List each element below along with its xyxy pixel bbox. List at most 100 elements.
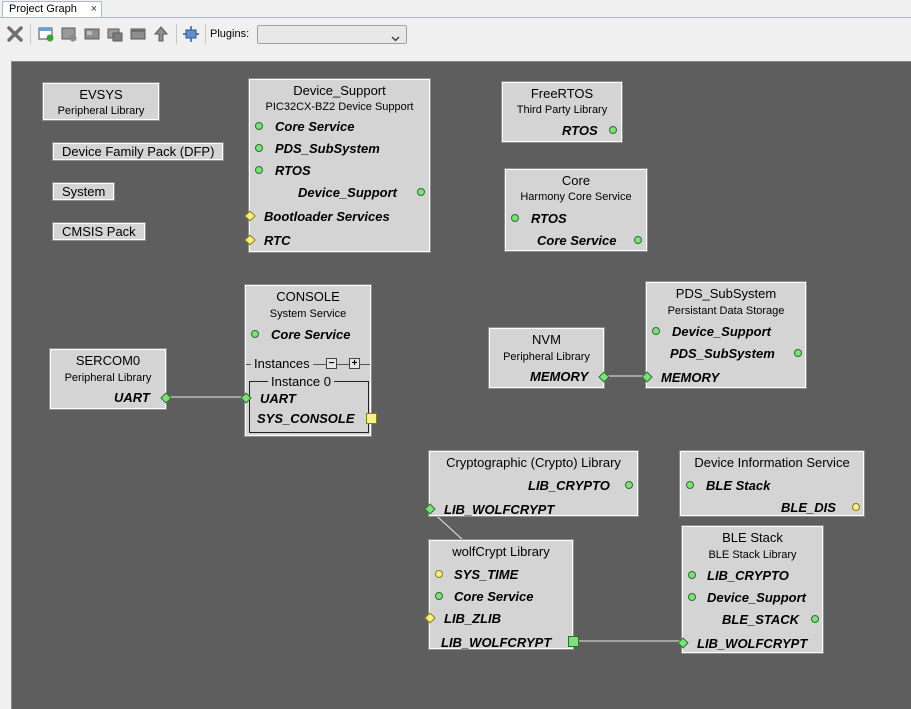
node-cmsis-pack[interactable]: CMSIS Pack xyxy=(52,222,146,241)
port-connector-core-service[interactable] xyxy=(251,330,259,338)
port-connector-sys-console[interactable] xyxy=(366,413,377,424)
tab-bar: Project Graph × xyxy=(0,0,911,18)
port-core-service: Core Service xyxy=(454,589,534,604)
port-lib-wolfcrypt: LIB_WOLFCRYPT xyxy=(444,502,555,517)
node-title: FreeRTOS xyxy=(530,86,594,101)
node-title: Device_Support xyxy=(293,83,386,98)
port-uart: UART xyxy=(260,391,296,406)
node-subtitle: BLE Stack Library xyxy=(708,549,797,561)
port-connector-pds-subsystem[interactable] xyxy=(794,349,802,357)
port-connector-ble-stack[interactable] xyxy=(686,481,694,489)
port-connector-device-support[interactable] xyxy=(417,188,425,196)
port-rtos: RTOS xyxy=(562,123,598,138)
port-memory: MEMORY xyxy=(530,369,589,384)
node-sercom0[interactable]: SERCOM0 Peripheral Library UART xyxy=(49,348,172,410)
node-device-support[interactable]: Device_Support PIC32CX-BZ2 Device Suppor… xyxy=(244,78,431,253)
port-lib-wolfcrypt: LIB_WOLFCRYPT xyxy=(697,636,808,651)
port-connector-rtos[interactable] xyxy=(609,126,617,134)
port-connector-lib-crypto[interactable] xyxy=(625,481,633,489)
group-icon[interactable] xyxy=(83,25,101,43)
tab-title: Project Graph xyxy=(9,3,77,15)
node-title: SERCOM0 xyxy=(75,353,141,368)
port-lib-zlib: LIB_ZLIB xyxy=(444,611,502,626)
node-subtitle: Persistant Data Storage xyxy=(667,305,785,317)
instance-0-label: Instance 0 xyxy=(268,374,334,389)
port-core-service: Core Service xyxy=(271,327,351,342)
plugins-dropdown[interactable] xyxy=(257,25,407,44)
port-device-support: Device_Support xyxy=(298,185,397,200)
move-up-icon[interactable] xyxy=(152,25,170,43)
port-connector-ble-dis[interactable] xyxy=(852,503,860,511)
node-title: EVSYS xyxy=(79,87,123,102)
fit-view-icon[interactable] xyxy=(182,25,200,43)
node-subtitle: Peripheral Library xyxy=(57,105,145,117)
port-connector-sys-time[interactable] xyxy=(435,570,443,578)
node-title: CONSOLE xyxy=(276,289,340,304)
port-device-support: Device_Support xyxy=(672,324,771,339)
remove-component-icon[interactable] xyxy=(60,25,78,43)
port-ble-stack: BLE_STACK xyxy=(722,612,800,627)
port-memory: MEMORY xyxy=(661,370,720,385)
toolbar-separator xyxy=(176,24,177,44)
port-connector-pds-subsystem[interactable] xyxy=(255,144,263,152)
port-rtc: RTC xyxy=(264,233,291,248)
port-connector-lib-wolfcrypt[interactable] xyxy=(568,636,579,647)
node-pds-subsystem[interactable]: PDS_SubSystem Persistant Data Storage De… xyxy=(641,281,807,389)
toolbar-separator xyxy=(205,24,206,44)
node-subtitle: PIC32CX-BZ2 Device Support xyxy=(265,101,414,113)
port-lib-crypto: LIB_CRYPTO xyxy=(707,568,789,583)
close-icon[interactable] xyxy=(6,25,24,43)
node-ble-stack[interactable]: BLE Stack BLE Stack Library LIB_CRYPTO D… xyxy=(677,525,824,654)
port-lib-wolfcrypt: LIB_WOLFCRYPT xyxy=(441,635,552,650)
add-component-icon[interactable] xyxy=(37,25,55,43)
node-title: NVM xyxy=(532,332,561,347)
port-core-service: Core Service xyxy=(537,233,617,248)
node-device-information-service[interactable]: Device Information Service BLE Stack BLE… xyxy=(679,450,865,517)
toolbar-separator xyxy=(30,24,31,44)
port-connector-core-service[interactable] xyxy=(634,236,642,244)
port-connector-device-support[interactable] xyxy=(688,593,696,601)
port-pds-subsystem: PDS_SubSystem xyxy=(670,346,775,361)
port-connector-core-service[interactable] xyxy=(435,592,443,600)
chevron-down-icon xyxy=(391,30,400,48)
node-nvm[interactable]: NVM Peripheral Library MEMORY xyxy=(488,327,610,389)
node-console[interactable]: CONSOLE System Service Core Service Inst… xyxy=(240,284,377,437)
port-uart: UART xyxy=(114,390,150,405)
node-title: Device Information Service xyxy=(694,455,850,470)
export-icon[interactable] xyxy=(129,25,147,43)
node-subtitle: System Service xyxy=(269,308,347,320)
instance-add-button[interactable]: + xyxy=(349,358,360,369)
port-lib-crypto: LIB_CRYPTO xyxy=(528,478,610,493)
node-wolfcrypt-library[interactable]: wolfCrypt Library SYS_TIME Core Service … xyxy=(424,539,579,650)
port-connector-core-service[interactable] xyxy=(255,122,263,130)
project-graph-canvas[interactable]: EVSYS Peripheral Library Device Family P… xyxy=(11,61,911,709)
port-sys-console: SYS_CONSOLE xyxy=(257,411,355,426)
node-device-family-pack[interactable]: Device Family Pack (DFP) xyxy=(51,142,225,161)
node-title: PDS_SubSystem xyxy=(675,286,777,301)
port-connector-lib-crypto[interactable] xyxy=(688,571,696,579)
node-evsys[interactable]: EVSYS Peripheral Library xyxy=(42,82,160,121)
node-subtitle: Harmony Core Service xyxy=(520,191,632,203)
tab-close-icon[interactable]: × xyxy=(90,3,97,15)
port-rtos: RTOS xyxy=(531,211,567,226)
port-device-support: Device_Support xyxy=(707,590,806,605)
tab-project-graph[interactable]: Project Graph × xyxy=(2,1,102,17)
instances-label: Instances xyxy=(251,356,313,371)
port-connector-device-support[interactable] xyxy=(652,327,660,335)
port-connector-ble-stack[interactable] xyxy=(811,615,819,623)
node-system[interactable]: System xyxy=(51,182,116,201)
plugins-label: Plugins: xyxy=(210,28,250,40)
node-freertos[interactable]: FreeRTOS Third Party Library RTOS xyxy=(501,81,623,143)
node-core[interactable]: Core Harmony Core Service RTOS Core Serv… xyxy=(504,168,648,252)
node-subtitle: Peripheral Library xyxy=(64,372,152,384)
port-bootloader-services: Bootloader Services xyxy=(264,209,390,224)
instance-remove-button[interactable]: − xyxy=(326,358,337,369)
toolbar: Plugins: xyxy=(0,18,911,50)
port-connector-rtos[interactable] xyxy=(511,214,519,222)
ungroup-icon[interactable] xyxy=(106,25,124,43)
node-subtitle: Third Party Library xyxy=(516,104,608,116)
port-ble-stack: BLE Stack xyxy=(706,478,771,493)
node-title: BLE Stack xyxy=(722,530,783,545)
port-connector-rtos[interactable] xyxy=(255,166,263,174)
node-crypto-library[interactable]: Cryptographic (Crypto) Library LIB_CRYPT… xyxy=(424,450,639,517)
